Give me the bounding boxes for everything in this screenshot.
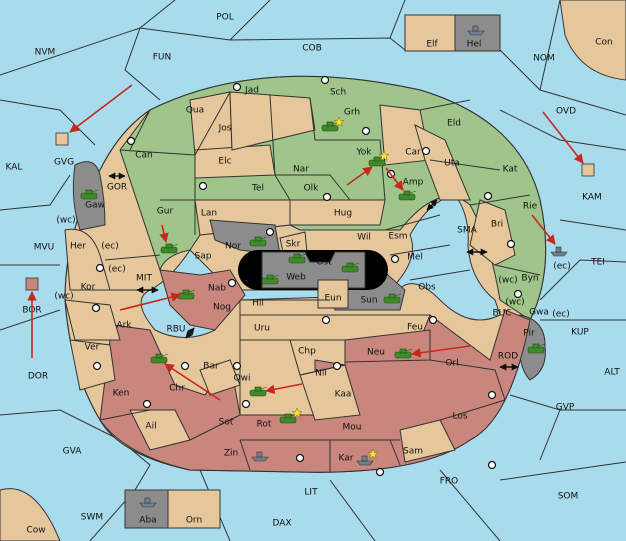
move-arrow — [164, 363, 221, 401]
supply-center-dot — [332, 361, 342, 371]
province-orn[interactable] — [167, 489, 221, 529]
supply-center-dot — [390, 254, 400, 264]
supply-center-dot — [142, 399, 152, 409]
move-arrow — [531, 214, 556, 245]
supply-center-dot — [483, 191, 493, 201]
move-arrow — [159, 224, 169, 243]
supply-center-dot — [232, 361, 242, 371]
fleet-unit-kar — [356, 455, 374, 466]
supply-center-dot — [295, 453, 305, 463]
army-unit-yok — [368, 156, 387, 167]
province-nab[interactable] — [159, 269, 246, 331]
move-arrow — [265, 383, 303, 395]
supply-center-dot — [361, 126, 371, 136]
province-her[interactable] — [64, 228, 111, 291]
province-hug[interactable] — [289, 199, 386, 226]
move-arrow — [119, 292, 181, 311]
supply-center-dot — [241, 399, 251, 409]
province-ark[interactable] — [64, 299, 121, 341]
army-unit-sap — [160, 243, 179, 254]
fleet-unit-aba — [139, 497, 157, 508]
army-unit-neu — [394, 348, 413, 359]
army-unit-nor — [249, 236, 268, 247]
supply-center-dot — [487, 460, 497, 470]
province-elc[interactable] — [194, 144, 276, 179]
province-uta[interactable] — [414, 124, 471, 201]
supply-center-dot — [265, 227, 275, 237]
army-unit-pir — [527, 343, 546, 354]
province-aba[interactable] — [124, 489, 169, 529]
army-unit-skr — [288, 253, 307, 264]
supply-center-dot — [92, 361, 102, 371]
army-unit-nab — [177, 289, 196, 300]
supply-center-dot — [320, 75, 330, 85]
star-icon — [367, 448, 379, 460]
supply-center-dot — [506, 239, 516, 249]
army-unit-qwi — [249, 386, 268, 397]
army-unit-ost — [341, 262, 360, 273]
province-jos-east — [229, 91, 316, 151]
move-arrow — [346, 166, 373, 186]
star-icon — [333, 116, 345, 128]
army-unit-gaw — [80, 189, 99, 200]
supply-center-dot — [180, 361, 190, 371]
supply-center-dot — [487, 390, 497, 400]
army-unit-grh — [321, 121, 340, 132]
star-icon — [378, 150, 390, 162]
move-arrow — [411, 345, 471, 358]
move-arrow — [542, 111, 584, 164]
supply-center-dot — [321, 315, 331, 325]
supply-center-dot — [232, 82, 242, 92]
supply-center-dot — [322, 192, 332, 202]
move-arrow — [385, 167, 404, 191]
supply-center-dot — [421, 146, 431, 156]
move-orders — [27, 84, 584, 401]
army-unit-sun — [383, 293, 402, 304]
supply-centers — [91, 75, 523, 477]
province-sam[interactable] — [399, 419, 456, 463]
dislodged-unit-bor — [25, 277, 39, 291]
supply-center-dot — [126, 136, 136, 146]
fleet-unit-zin — [251, 451, 269, 462]
army-unit-chr — [150, 353, 169, 364]
inner-sea — [140, 194, 501, 338]
supply-center-dot — [198, 181, 208, 191]
dislodged-unit-kam — [581, 163, 595, 177]
supply-center-dot — [95, 263, 105, 273]
fleet-unit-hel — [467, 25, 485, 36]
army-unit-web — [261, 274, 280, 285]
supply-center-dot — [428, 315, 438, 325]
adjacency-markers — [108, 172, 519, 371]
units — [25, 25, 595, 508]
fleet-unit-rie — [550, 246, 568, 257]
army-unit-amp — [398, 190, 417, 201]
move-arrow — [69, 84, 133, 133]
province-elf[interactable] — [404, 14, 456, 52]
supply-center-dot — [227, 278, 237, 288]
supply-center-dot — [513, 289, 523, 299]
province-jos[interactable] — [189, 91, 233, 156]
province-ver[interactable] — [69, 339, 116, 391]
dislodged-unit-gvg — [55, 132, 69, 146]
supply-center-dot — [91, 303, 101, 313]
province-eun[interactable] — [317, 279, 349, 309]
province-web-ost[interactable] — [261, 251, 366, 289]
supply-center-dot — [375, 467, 385, 477]
star-icon — [291, 407, 303, 419]
